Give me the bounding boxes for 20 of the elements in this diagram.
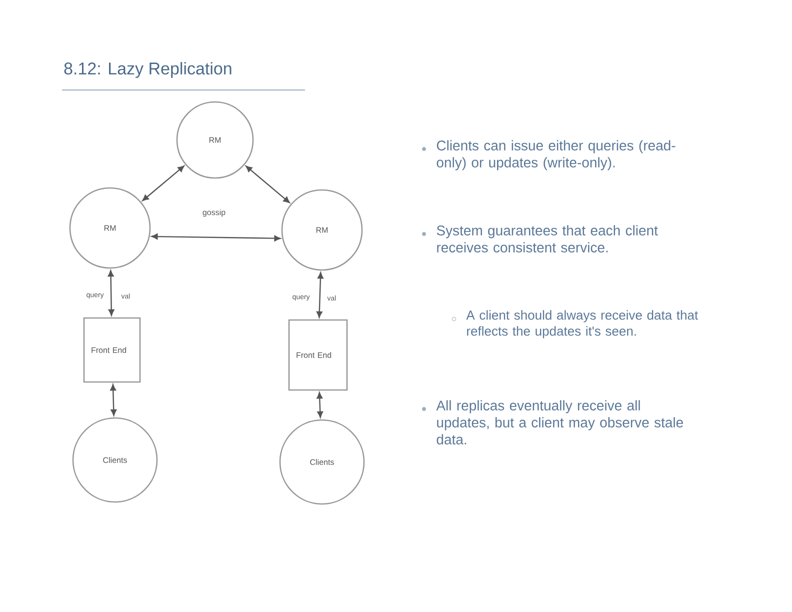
circle-node: Clients [72, 417, 158, 503]
circle-node: RM [69, 187, 151, 269]
slide-title: 8.12: Lazy Replication [64, 62, 232, 78]
circle-node: RM [176, 101, 254, 179]
arrow [142, 166, 184, 202]
bullet-text: All replicas eventually receive all updates, but a client may observe stale data. [436, 400, 683, 444]
arrow [316, 392, 324, 418]
arrow [110, 384, 117, 416]
process-box: Front End [288, 319, 348, 391]
arrow [151, 234, 281, 242]
edge-label: gossip [201, 208, 227, 218]
process-box: Front End [83, 317, 141, 383]
bullet-text: System guarantees that each client receives consistent service. [436, 225, 658, 252]
bullet-text: Clients can issue either queries (read-only) or updates (write-only). [436, 140, 676, 170]
bullet-text: A client should always receive data that reflects the updates it's seen. [466, 310, 698, 338]
circle-node: Clients [279, 419, 365, 505]
arrow [316, 272, 324, 318]
circle-node: RM [281, 189, 363, 271]
arrow [246, 166, 290, 204]
arrow [108, 270, 114, 316]
